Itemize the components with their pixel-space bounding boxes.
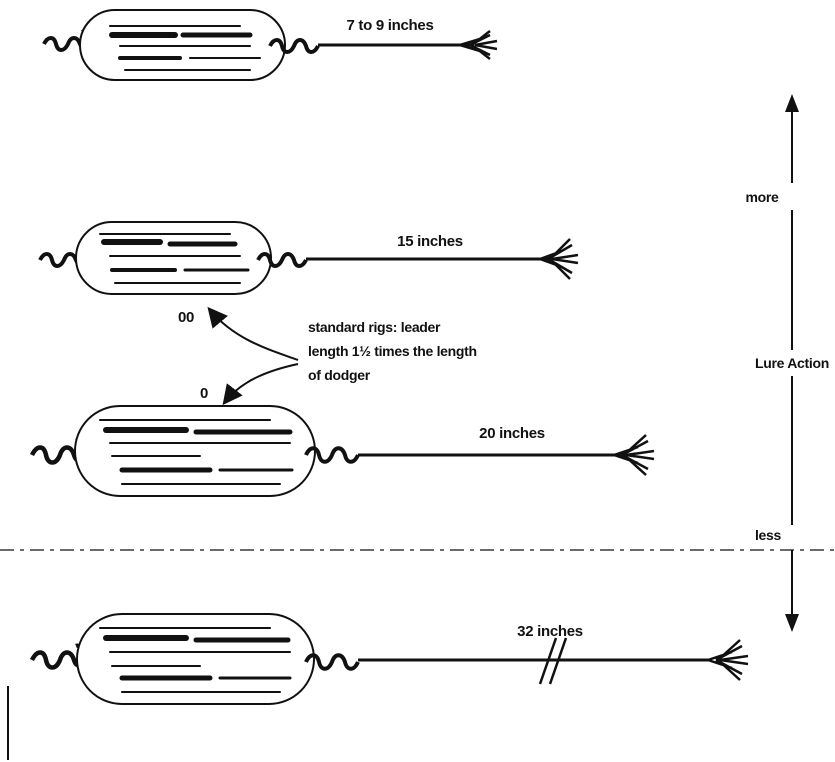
lure-action-scale: more Lure Action less — [745, 94, 829, 632]
leader-length-label: 7 to 9 inches — [347, 17, 434, 34]
swivel-icon — [29, 643, 86, 670]
lure-skirt-icon — [539, 238, 579, 280]
scale-title: Lure Action — [755, 355, 829, 371]
lure-skirt-icon — [707, 639, 749, 681]
arrow-down-icon — [785, 614, 799, 632]
scale-bottom-label: less — [755, 527, 782, 543]
lure-skirt-icon — [613, 434, 655, 476]
leader-length-label: 20 inches — [479, 425, 545, 442]
rig-2: 15 inches 00 — [38, 221, 579, 326]
dodger-markings — [99, 419, 294, 485]
rig-1: 7 to 9 inches — [42, 9, 498, 81]
rig-4: 32 inches — [29, 613, 749, 705]
pointer-arrow-down — [222, 363, 299, 406]
annotation-line-2: length 1½ times the length — [308, 343, 477, 359]
lure-skirt-icon — [459, 30, 498, 60]
arrow-up-icon — [785, 94, 799, 112]
annotation-line-1: standard rigs: leader — [308, 319, 441, 335]
leader-length-label: 15 inches — [397, 233, 463, 250]
dodger-markings — [109, 25, 261, 71]
rear-swivel — [268, 38, 320, 54]
standard-rigs-annotation: standard rigs: leader length 1½ times th… — [207, 306, 477, 406]
line-break-mark — [538, 637, 568, 685]
pointer-arrow-up — [207, 306, 299, 361]
rig-3: 0 20 inches — [29, 385, 655, 497]
rear-swivel — [304, 653, 360, 671]
dodger-markings — [99, 233, 250, 284]
dodger-markings — [99, 627, 292, 693]
annotation-line-3: of dodger — [308, 367, 371, 383]
scale-top-label: more — [745, 189, 779, 205]
dodger-size-label: 00 — [178, 309, 194, 326]
dodger-size-label: 0 — [200, 385, 208, 402]
rear-swivel — [304, 446, 360, 464]
leader-length-label: 32 inches — [517, 623, 583, 640]
rear-swivel — [256, 252, 308, 268]
